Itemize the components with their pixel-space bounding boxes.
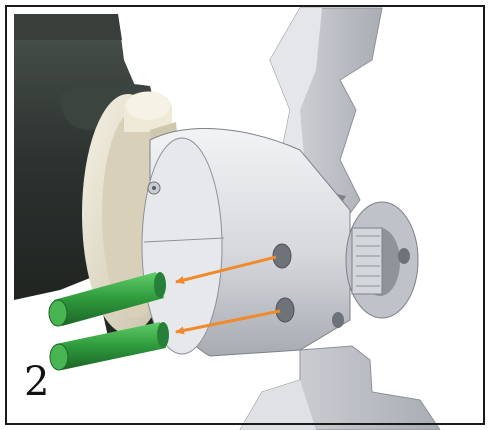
propeller-blade-bottom bbox=[239, 345, 441, 430]
pin-upper bbox=[48, 272, 166, 327]
frame-border bbox=[5, 5, 485, 425]
insertion-arrows bbox=[175, 255, 281, 335]
pin-hole-upper bbox=[272, 243, 292, 269]
cylindrical-pin-icon bbox=[48, 299, 68, 327]
spline-shaft bbox=[345, 201, 419, 319]
step-number: 2 bbox=[24, 359, 50, 405]
insertion-arrow-icon bbox=[175, 309, 281, 335]
insertion-arrow-icon bbox=[175, 255, 277, 284]
pin-hole-lower bbox=[275, 297, 295, 323]
propeller-hub bbox=[141, 128, 351, 357]
cylindrical-pin-icon bbox=[49, 343, 69, 371]
side-bolt bbox=[332, 312, 344, 328]
pin-lower bbox=[49, 322, 169, 371]
